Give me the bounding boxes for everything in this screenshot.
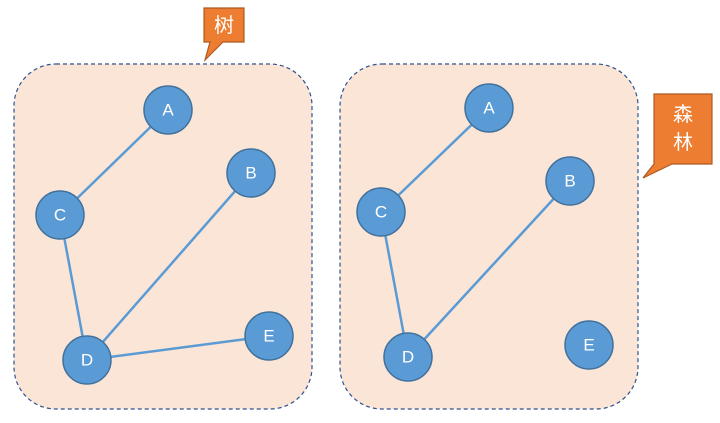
forest-node-d: D (383, 332, 433, 382)
tree-node-b: B (226, 148, 276, 198)
forest-panel: A B C D E 森 林 (339, 63, 713, 410)
tree-node-e: E (244, 311, 294, 361)
tree-node-d: D (62, 335, 112, 385)
tree-edge-b-d (86, 172, 252, 361)
tree-callout-shape (203, 7, 245, 63)
forest-node-b: B (545, 156, 595, 206)
forest-edge-b-d (407, 180, 571, 358)
forest-node-a: A (464, 83, 514, 133)
tree-panel-background (13, 63, 313, 410)
tree-edge-d-e (86, 334, 270, 362)
tree-node-a: A (143, 85, 193, 135)
tree-node-c: C (35, 190, 85, 240)
forest-callout-shape (642, 93, 713, 179)
forest-panel-background (339, 63, 639, 410)
tree-edge-a-c (59, 109, 169, 216)
tree-panel: A B C D E 树 (13, 7, 313, 410)
forest-node-e: E (564, 320, 614, 370)
forest-node-c: C (356, 187, 406, 237)
tree-callout: 树 (203, 7, 245, 63)
forest-edge-a-c (380, 107, 490, 213)
forest-callout: 森 林 (642, 93, 713, 179)
